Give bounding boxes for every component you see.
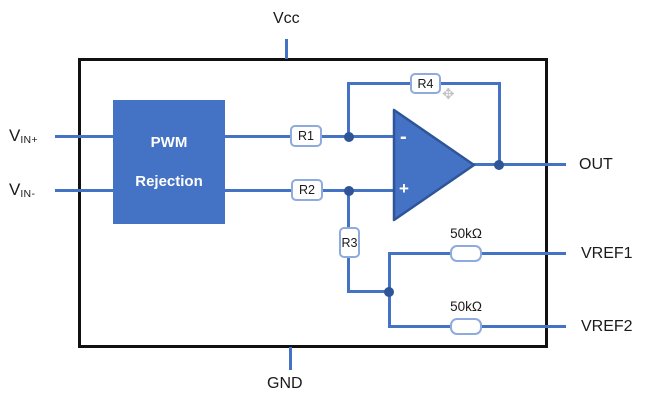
resistor-vref2-50k [450,318,482,335]
resistor-r1: R1 [290,125,322,147]
vref2-resistor-value-label: 50kΩ [450,299,482,314]
resistor-vref1-50k [450,245,482,262]
out-wire [473,163,566,166]
pwm-rejection-block: PWM Rejection [113,100,225,224]
resistor-r3: R3 [339,227,360,258]
opamp-triangle [391,106,479,224]
move-cursor-icon: ✥ [442,86,455,103]
vin-plus-main-text: V [9,126,21,145]
device-boundary-box [78,58,548,348]
vin-plus-sub-text: IN+ [20,134,38,146]
vin-plus-wire [55,135,115,138]
vin-minus-wire [55,189,115,192]
gnd-stub-wire [289,347,292,370]
out-label: OUT [579,156,613,173]
vref2-label: VREF2 [581,318,633,335]
vref1-resistor-value-label: 50kΩ [450,226,482,241]
vcc-stub-wire [285,39,288,59]
vin-minus-label: VIN- [9,180,35,200]
vin-minus-main-text: V [9,180,21,199]
vref-junction-node [384,287,394,297]
vin-plus-label: VIN+ [9,126,38,146]
out-junction-node [494,160,504,170]
feedback-right-wire [498,82,501,166]
vref1-label: VREF1 [581,245,633,262]
vcc-label: Vcc [273,10,300,27]
r1-junction-node [344,132,354,142]
r2-junction-node [344,186,354,196]
resistor-r2: R2 [291,179,323,201]
opamp-noninverting-sign: + [399,179,409,198]
gnd-label: GND [267,375,303,392]
pwm-block-line2: Rejection [135,173,203,190]
feedback-left-wire [347,83,350,138]
r3-elbow-wire [347,290,391,293]
vin-minus-sub-text: IN- [20,188,36,200]
opamp-inverting-sign: - [400,126,407,148]
pwm-block-line1: PWM [150,134,188,151]
resistor-r4: R4 [410,73,441,94]
